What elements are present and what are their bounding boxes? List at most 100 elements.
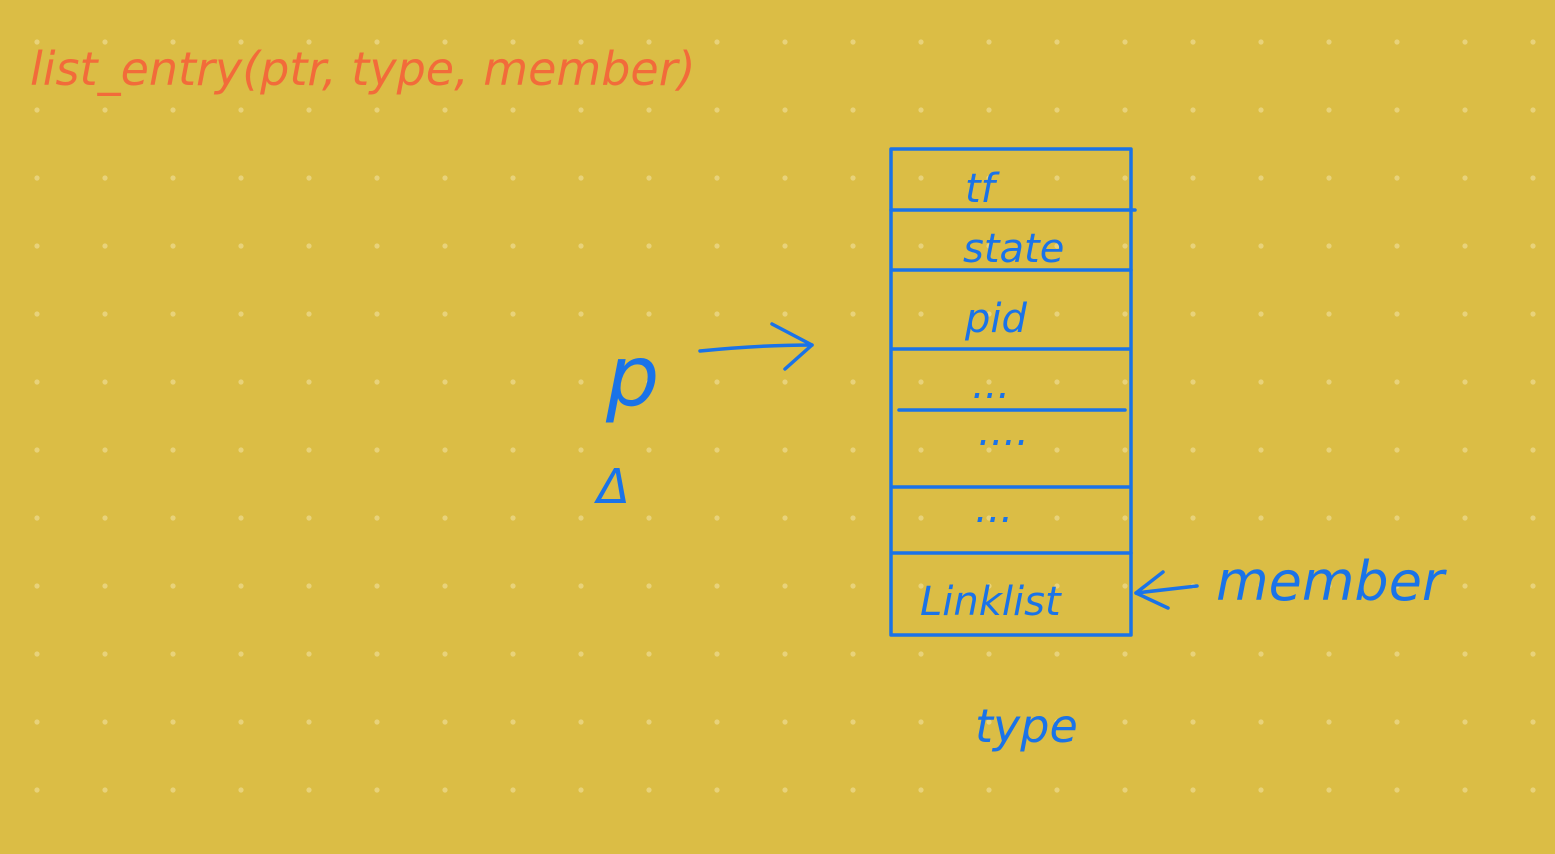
- grid-dot: [1122, 719, 1128, 725]
- grid-dot: [714, 651, 720, 657]
- grid-dot: [1326, 719, 1332, 725]
- grid-dot: [442, 787, 448, 793]
- grid-dot: [1394, 651, 1400, 657]
- grid-dot: [1326, 39, 1332, 45]
- grid-dot: [170, 787, 176, 793]
- grid-dot: [782, 39, 788, 45]
- grid-dot: [238, 787, 244, 793]
- grid-dot: [1462, 107, 1468, 113]
- grid-dot: [850, 243, 856, 249]
- grid-dot: [714, 39, 720, 45]
- grid-dot: [1462, 787, 1468, 793]
- grid-dot: [578, 583, 584, 589]
- grid-dot: [374, 175, 380, 181]
- grid-dot: [850, 515, 856, 521]
- grid-dot: [1394, 243, 1400, 249]
- grid-dot: [714, 787, 720, 793]
- grid-dot: [1258, 719, 1264, 725]
- grid-dot: [306, 107, 312, 113]
- grid-dot: [714, 447, 720, 453]
- grid-dot: [782, 379, 788, 385]
- grid-dot: [986, 651, 992, 657]
- grid-dot: [1122, 243, 1128, 249]
- grid-dot: [986, 175, 992, 181]
- grid-dot: [170, 651, 176, 657]
- grid-dot: [782, 515, 788, 521]
- grid-dot: [1326, 787, 1332, 793]
- grid-dot: [102, 583, 108, 589]
- grid-dot: [510, 175, 516, 181]
- grid-dot: [510, 379, 516, 385]
- grid-dot: [102, 243, 108, 249]
- grid-dot: [1258, 39, 1264, 45]
- grid-dot: [918, 243, 924, 249]
- grid-dot: [646, 379, 652, 385]
- grid-dot: [714, 107, 720, 113]
- grid-dot: [850, 107, 856, 113]
- grid-dot: [918, 311, 924, 317]
- grid-dot: [510, 583, 516, 589]
- grid-dot: [1054, 583, 1060, 589]
- pointer-marker: Δ: [593, 459, 630, 515]
- grid-dot: [34, 787, 40, 793]
- grid-dot: [238, 175, 244, 181]
- grid-dot: [578, 447, 584, 453]
- grid-dot: [1530, 39, 1536, 45]
- grid-dot: [1258, 379, 1264, 385]
- grid-dot: [374, 243, 380, 249]
- grid-dot: [374, 787, 380, 793]
- field-pid: pid: [964, 296, 1028, 342]
- grid-dot: [714, 243, 720, 249]
- field-ellipsis-2: ....: [978, 409, 1029, 455]
- grid-dot: [986, 311, 992, 317]
- grid-dot: [34, 107, 40, 113]
- grid-dot: [1258, 107, 1264, 113]
- grid-dot: [34, 379, 40, 385]
- grid-dot: [170, 243, 176, 249]
- grid-dot: [918, 787, 924, 793]
- grid-dot: [578, 311, 584, 317]
- grid-dot: [306, 447, 312, 453]
- grid-dot: [1530, 243, 1536, 249]
- grid-dot: [850, 583, 856, 589]
- grid-dot: [1258, 651, 1264, 657]
- grid-dot: [170, 175, 176, 181]
- grid-dot: [306, 243, 312, 249]
- field-state: state: [963, 226, 1064, 272]
- grid-dot: [306, 787, 312, 793]
- grid-dot: [1326, 447, 1332, 453]
- grid-dot: [1054, 107, 1060, 113]
- grid-dot: [1462, 39, 1468, 45]
- grid-dot: [102, 787, 108, 793]
- grid-dot: [1530, 583, 1536, 589]
- grid-dot: [170, 379, 176, 385]
- grid-dot: [986, 107, 992, 113]
- grid-dot: [1122, 651, 1128, 657]
- grid-dot: [1394, 311, 1400, 317]
- grid-dot: [1394, 447, 1400, 453]
- grid-dot: [306, 719, 312, 725]
- grid-dot: [918, 651, 924, 657]
- grid-dot: [510, 651, 516, 657]
- grid-dot: [1530, 719, 1536, 725]
- grid-dot: [238, 39, 244, 45]
- grid-dot: [442, 583, 448, 589]
- grid-dot: [1190, 447, 1196, 453]
- grid-dot: [102, 719, 108, 725]
- grid-dot: [102, 447, 108, 453]
- grid-dot: [1190, 651, 1196, 657]
- grid-dot: [306, 379, 312, 385]
- grid-dot: [102, 379, 108, 385]
- grid-dot: [1190, 719, 1196, 725]
- grid-dot: [850, 787, 856, 793]
- grid-dot: [1190, 379, 1196, 385]
- grid-dot: [34, 651, 40, 657]
- grid-dot: [1462, 515, 1468, 521]
- grid-dot: [986, 583, 992, 589]
- grid-dot: [1190, 39, 1196, 45]
- grid-dot: [306, 311, 312, 317]
- grid-dot: [578, 243, 584, 249]
- grid-dot: [1462, 379, 1468, 385]
- grid-dot: [1530, 447, 1536, 453]
